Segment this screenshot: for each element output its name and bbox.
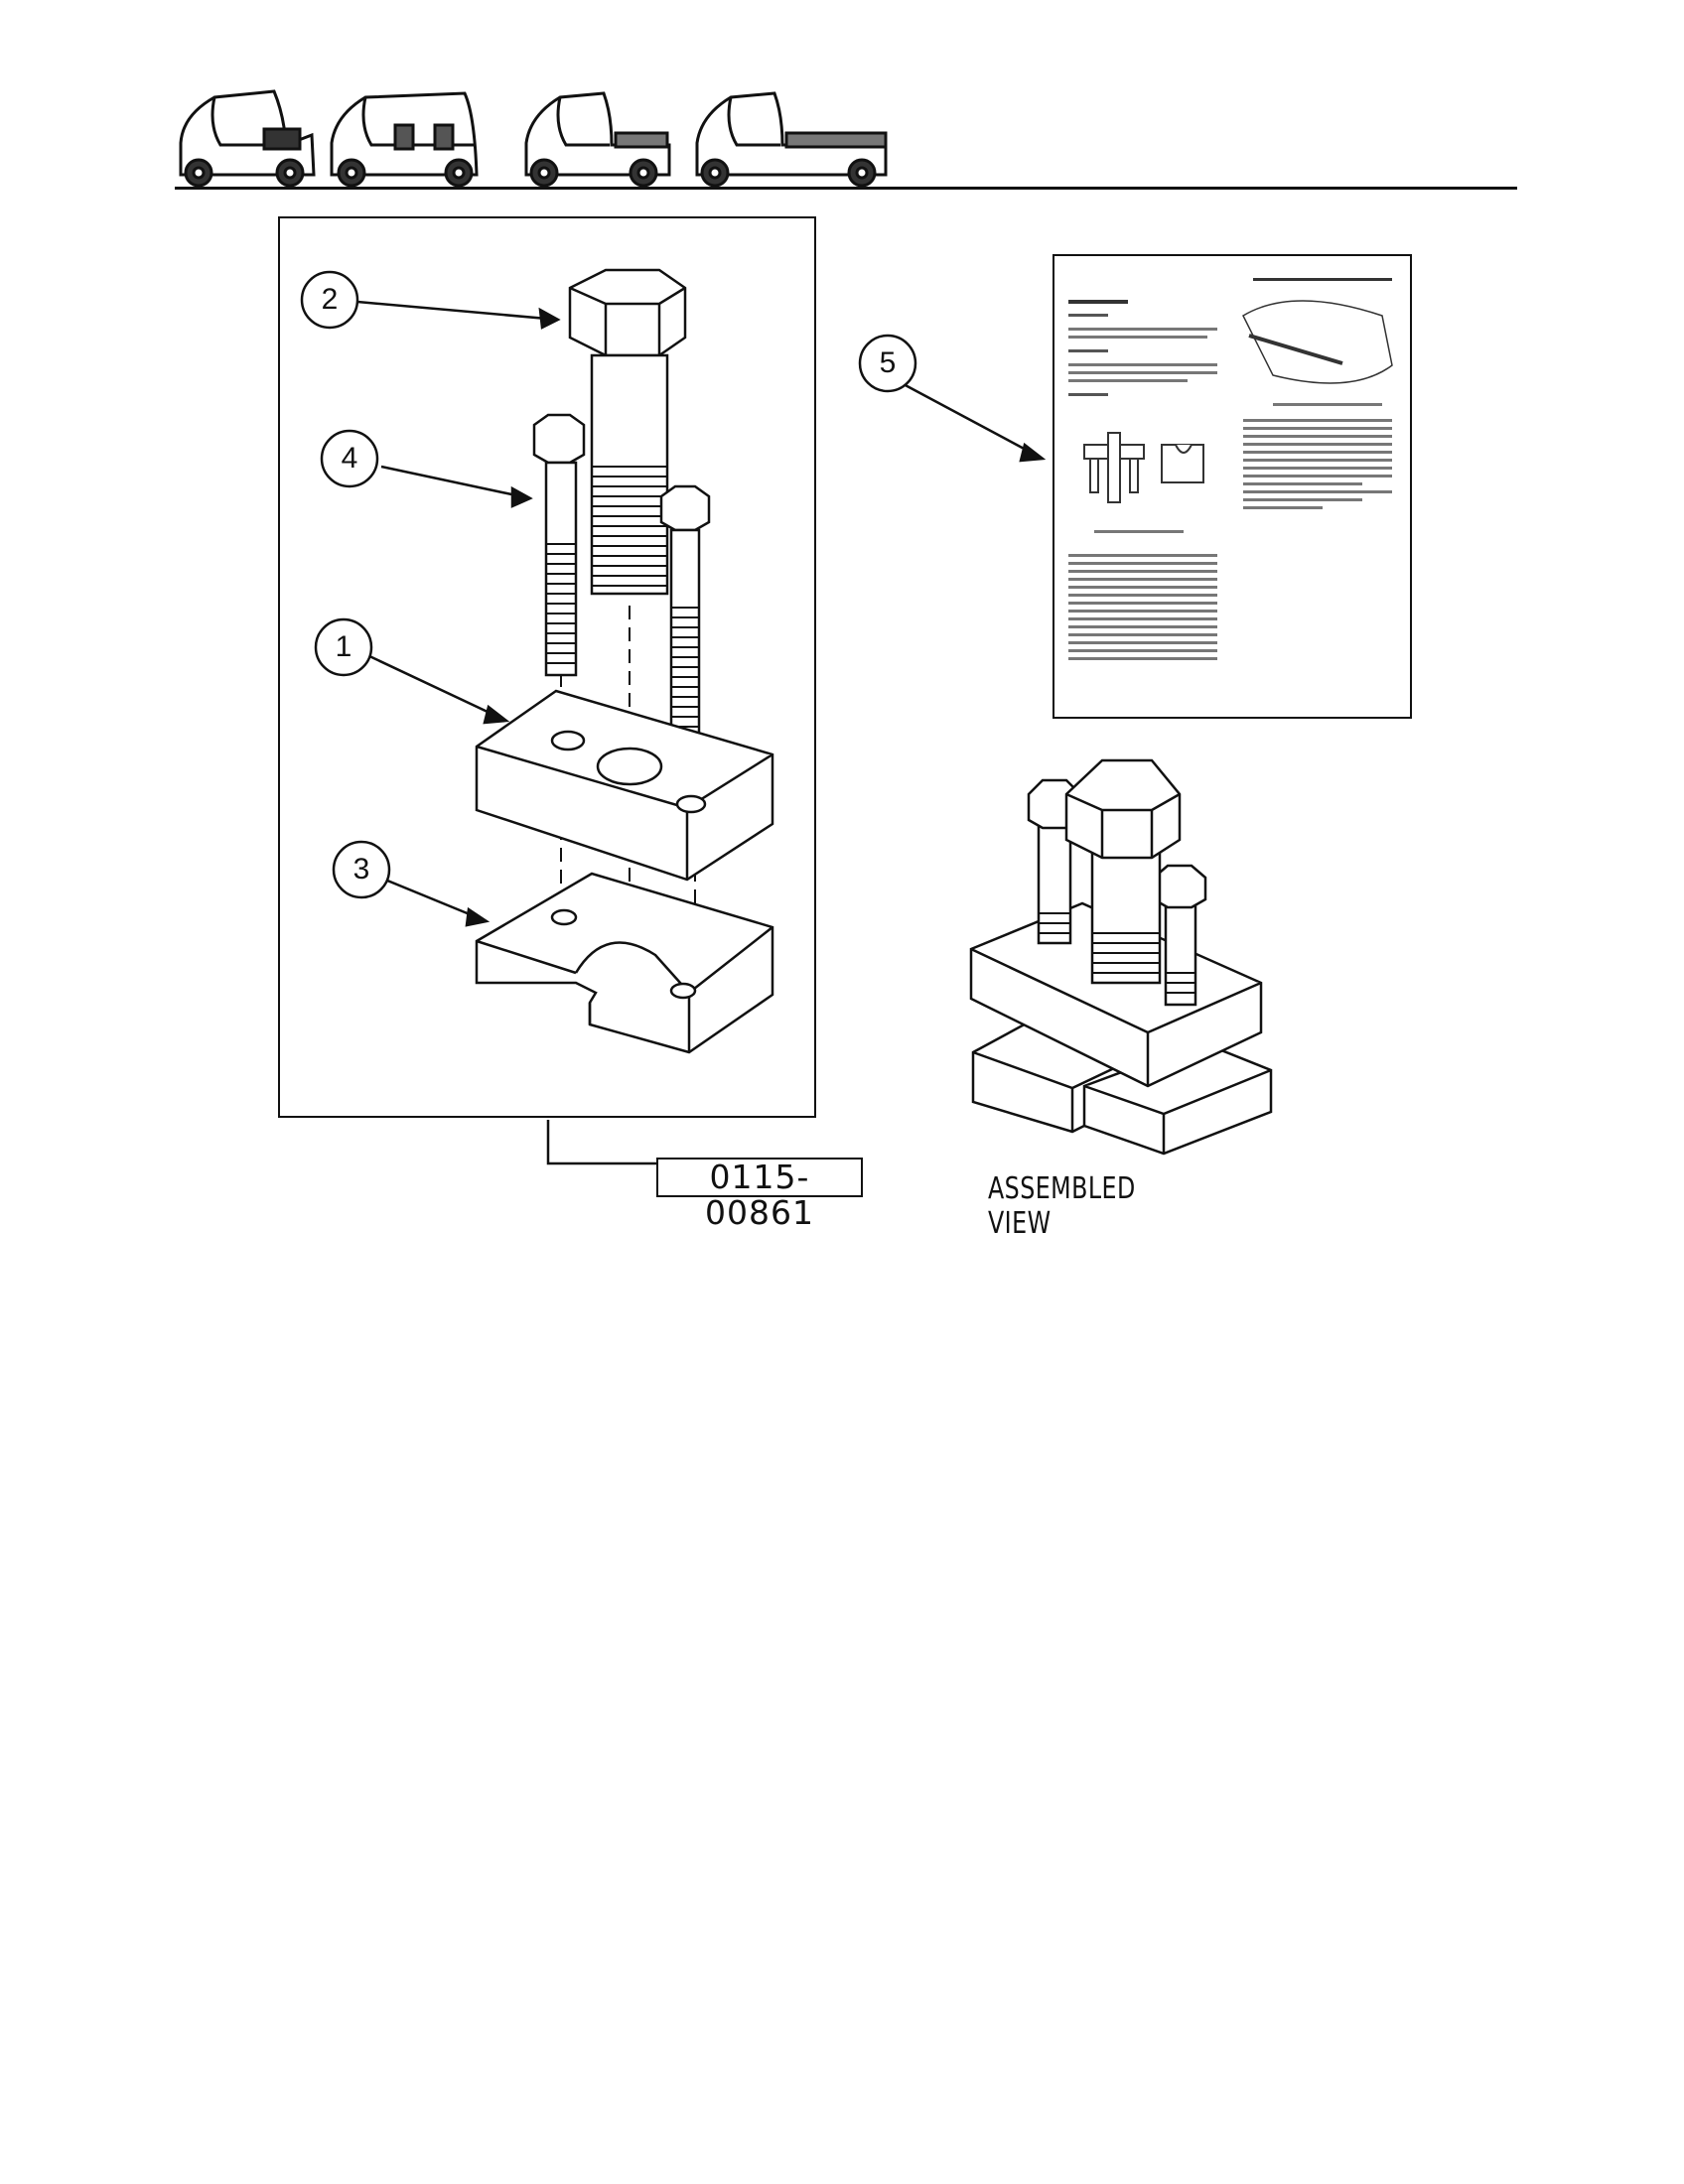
two-seat-vehicle-icon	[179, 89, 316, 188]
exploded-view-frame	[278, 216, 816, 1118]
callout-leaders	[356, 300, 1047, 1165]
short-bed-vehicle-icon	[524, 91, 671, 188]
bottom-plate-3	[475, 872, 774, 1054]
assembled-view-caption: ASSEMBLED VIEW	[988, 1171, 1136, 1241]
callout-circles	[300, 270, 917, 899]
assembled-view-drawing	[969, 758, 1273, 1156]
callout-3: 3	[352, 853, 370, 886]
vehicle-lineup-header	[179, 89, 888, 188]
callout-1: 1	[335, 630, 352, 663]
small-bolt-right	[659, 484, 711, 756]
service-manual-page-thumbnail	[1052, 254, 1412, 719]
top-plate-1	[475, 689, 774, 882]
long-bed-vehicle-icon	[695, 91, 888, 188]
large-bolt-2	[568, 268, 687, 596]
callout-2: 2	[321, 283, 339, 316]
four-seat-vehicle-icon	[330, 91, 479, 188]
header-rule	[175, 187, 1517, 190]
large-bolt-threads	[592, 466, 667, 587]
callout-5: 5	[879, 346, 897, 379]
part-number-label: 0115-00861	[656, 1158, 863, 1231]
small-bolt-4	[532, 413, 586, 677]
callout-4: 4	[341, 442, 358, 475]
manual-page-content-icon	[1068, 278, 1393, 660]
